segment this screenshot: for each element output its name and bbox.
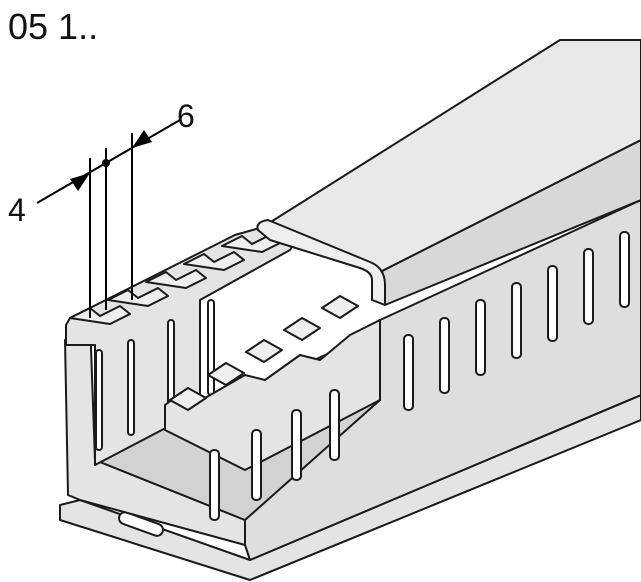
dimension-label-left: 4 (8, 192, 26, 228)
duct-base (59, 394, 641, 581)
dimension-annotation (36, 119, 181, 318)
right-wall-fingers (164, 295, 381, 471)
duct-cover-end (256, 219, 386, 306)
wall-slots (209, 231, 630, 521)
product-number: 05 1.. (8, 6, 99, 47)
dimension-label-right: 6 (177, 98, 195, 134)
mounting-slot (118, 511, 164, 537)
